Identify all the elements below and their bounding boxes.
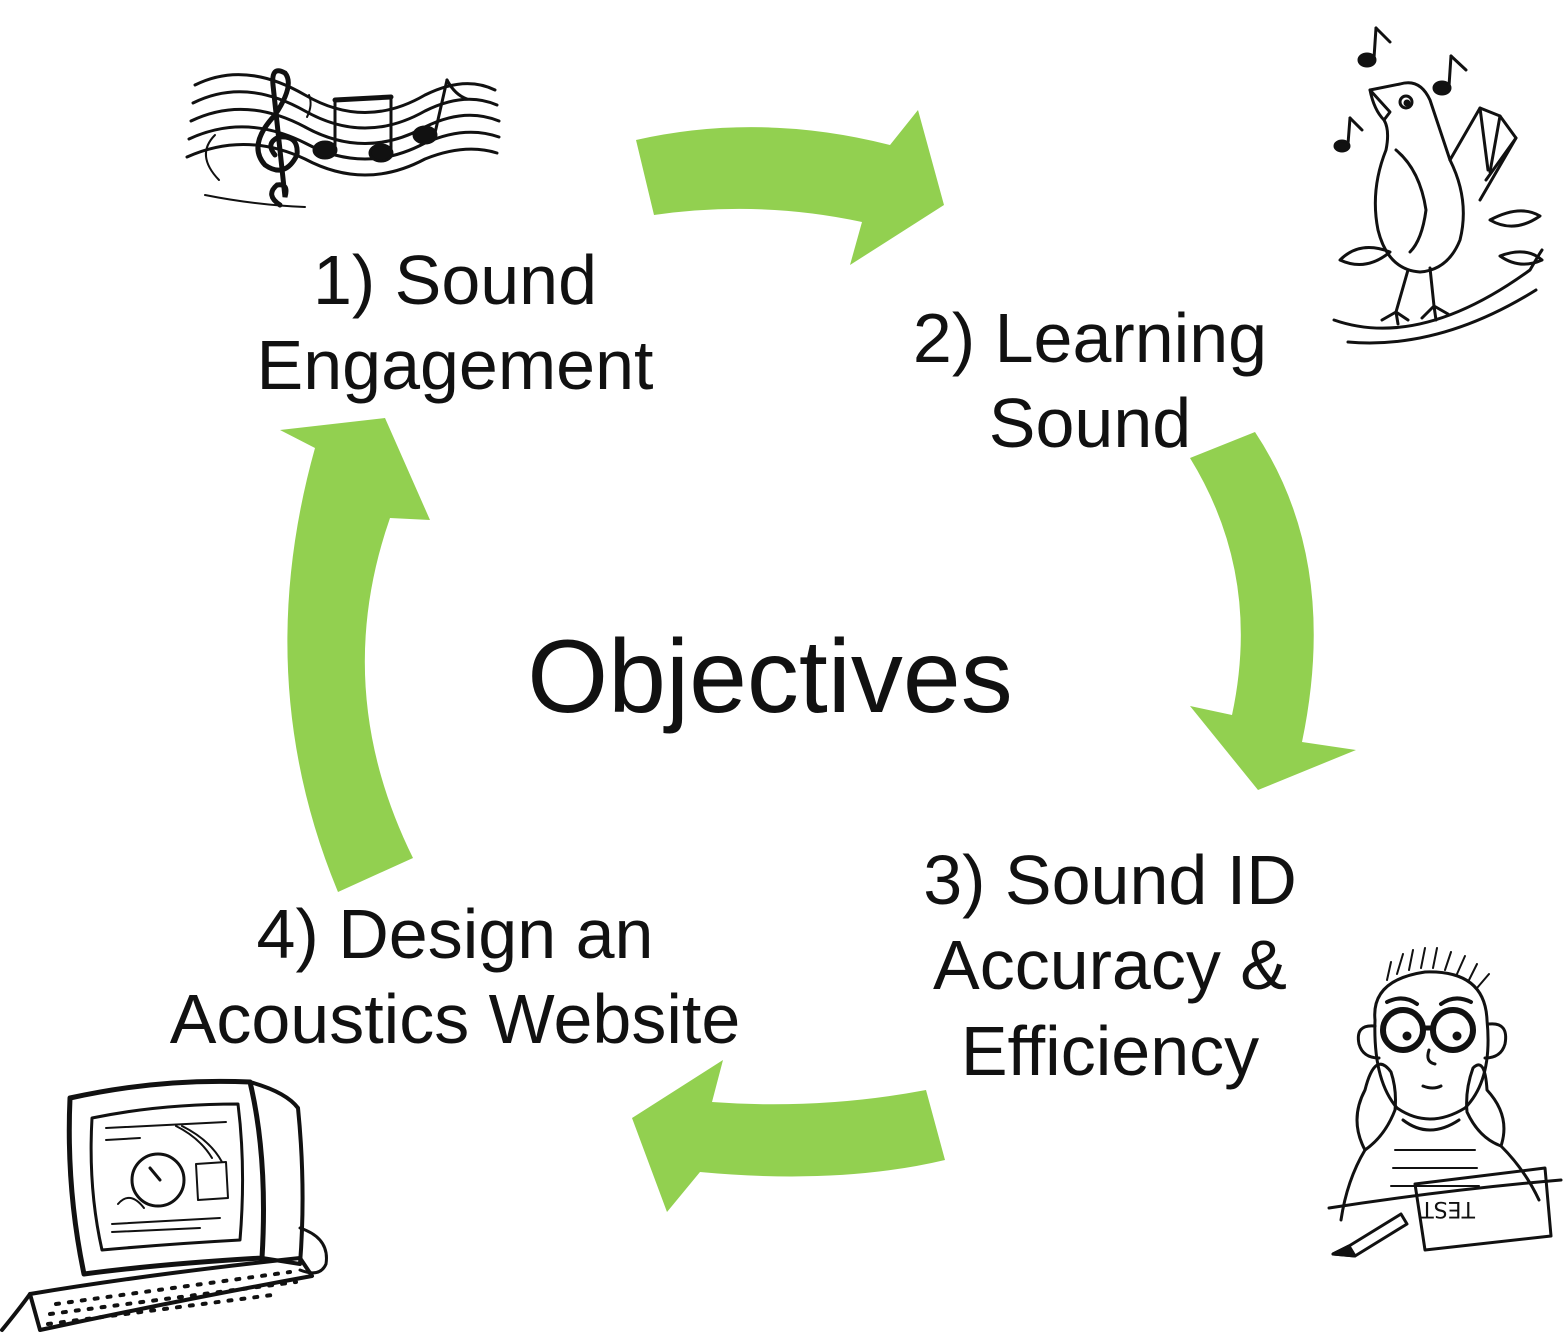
step-4-label: 4) Design an Acoustics Website: [100, 892, 810, 1063]
step-3-label: 3) Sound ID Accuracy & Efficiency: [880, 838, 1340, 1094]
step-4-line-1: 4) Design an: [256, 895, 654, 973]
step-2-line-1: 2) Learning: [912, 299, 1268, 377]
step-3-line-2: Accuracy &: [933, 926, 1287, 1005]
student-test-icon: TEST: [1327, 947, 1563, 1258]
arrow-3-to-4: [632, 1060, 945, 1212]
step-1-label: 1) Sound Engagement: [150, 238, 760, 409]
arrow-1-to-2: [636, 110, 944, 265]
diagram-title: Objectives: [527, 619, 1013, 735]
step-3-line-1: 3) Sound ID: [923, 841, 1297, 919]
music-staff-icon: [185, 68, 501, 208]
arrow-4-to-1: [280, 418, 430, 892]
step-3-line-3: Efficiency: [960, 1011, 1260, 1090]
arrow-2-to-3: [1190, 432, 1356, 790]
step-4-line-2: Acoustics Website: [169, 980, 741, 1059]
step-1-line-2: Engagement: [256, 326, 654, 405]
test-paper-text: TEST: [1420, 1196, 1476, 1221]
step-2-label: 2) Learning Sound: [860, 296, 1320, 467]
step-2-line-2: Sound: [988, 384, 1192, 463]
singing-bird-icon: [1332, 26, 1544, 345]
computer-icon: [0, 1078, 328, 1332]
step-1-line-1: 1) Sound: [312, 241, 598, 319]
